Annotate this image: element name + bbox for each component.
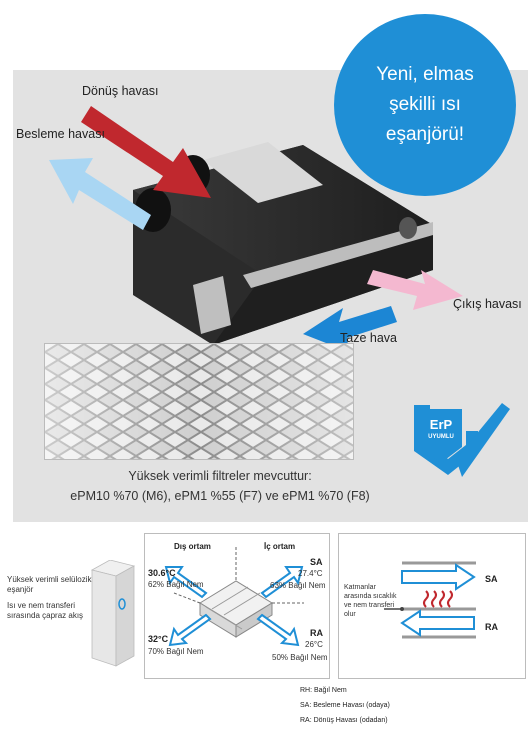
abbreviation-legend: RH: Bağıl Nem SA: Besleme Havası (odaya)… [300,687,390,732]
callout-line-2: şekilli ısı [389,94,461,115]
legend-sa: SA: Besleme Havası (odaya) [300,702,390,709]
indoor-in-arrow-icon [260,566,304,599]
ventilation-unit-illustration [49,106,463,352]
ra-humidity: 50% Bağıl Nem [272,653,328,662]
ra-flow-arrow-icon [400,609,475,637]
layer-sa-code: SA [485,574,498,584]
layer-transfer-text: Katmanlar arasında sıcaklık ve nem trans… [344,584,397,618]
indoor-out-arrow-icon [256,613,300,647]
sa-code: SA [310,557,323,567]
indoor-label: İç ortam [264,542,296,551]
filter-caption: Yüksek verimli filtreler mevcuttur: ePM1… [20,466,420,506]
ra-code: RA [310,628,323,638]
ra-temp: 26°C [305,640,323,649]
legend-ra: RA: Dönüş Havası (odadan) [300,717,388,724]
outdoor-label: Dış ortam [174,542,211,551]
outdoor-fresh-temp: 32°C [148,634,169,644]
outdoor-exhaust-temp: 30.6°C [148,568,176,578]
outdoor-fresh-humidity: 70% Bağıl Nem [148,647,204,656]
return-air-arrow [81,106,211,198]
exchanger-cube-illustration [90,560,136,667]
sa-flow-arrow-icon [401,563,476,591]
exchanger-label: Yüksek verimli selülozik eşanjör Isı ve … [7,575,92,620]
supply-air-arrow [49,158,151,230]
filter-caption-line-2: ePM10 %70 (M6), ePM1 %55 (F7) ve ePM1 %7… [70,489,370,503]
heat-wave-icon [423,590,429,608]
erp-badge-subtitle: UYUMLU [428,434,454,440]
check-shield-icon [414,403,510,477]
legend-rh: RH: Bağıl Nem [300,687,347,694]
erp-badge-title: ErP [429,417,453,432]
cross-flow-diagram-graphic [164,547,304,647]
outdoor-in-arrow-icon [168,613,212,647]
exhaust-air-label: Çıkış havası [453,297,522,311]
layer-ra-code: RA [485,622,498,632]
outdoor-exhaust-humidity: 62% Bağıl Nem [148,580,204,589]
filter-caption-line-1: Yüksek verimli filtreler mevcuttur: [128,469,312,483]
sa-humidity: 63% Bağıl Nem [270,581,326,590]
fresh-air-label: Taze hava [340,331,397,345]
erp-badge: ErP UYUMLU [406,383,516,498]
sa-temp: 27.4°C [298,569,323,578]
layer-transfer-graphic [384,561,476,639]
supply-air-label: Besleme havası [16,127,105,141]
callout-line-1: Yeni, elmas [376,64,474,85]
filter-mesh-image [44,343,354,460]
fresh-air-arrow [303,306,397,352]
callout-line-3: eşanjörü! [385,124,465,145]
return-air-label: Dönüş havası [82,84,159,98]
new-exchanger-callout: Yeni, elmas şekilli ısı eşanjörü! [334,14,516,196]
exhaust-air-arrow [367,270,463,310]
outdoor-out-arrow-icon [164,566,208,599]
